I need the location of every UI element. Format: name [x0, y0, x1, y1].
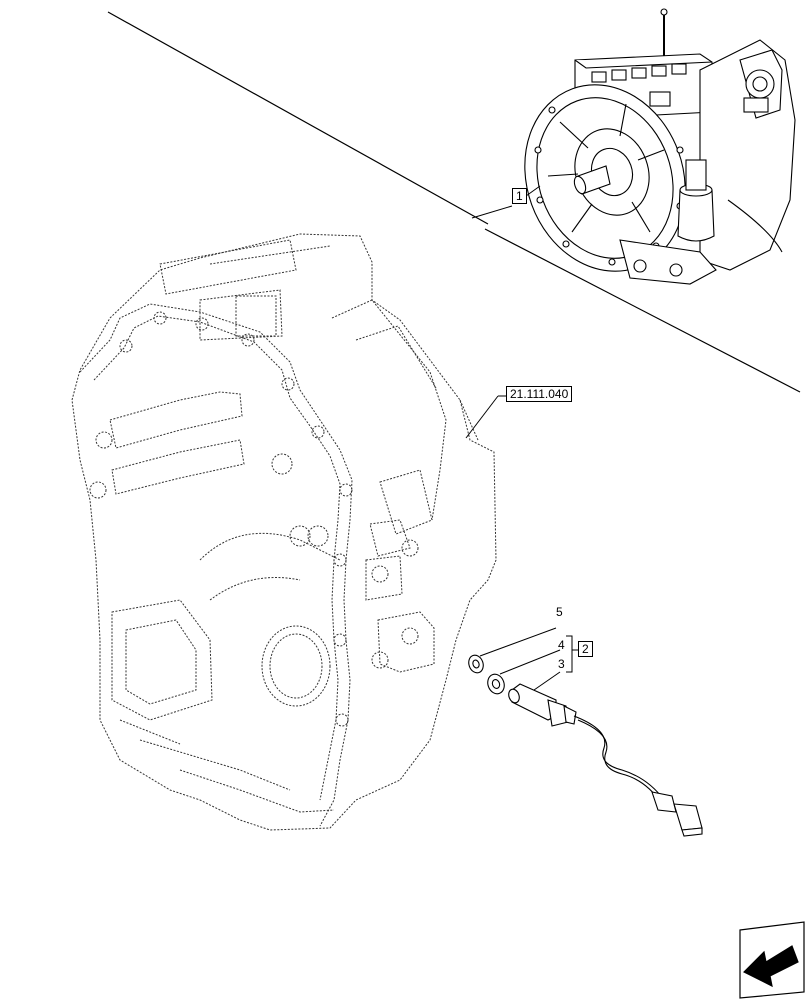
part-callout-4: 4 — [558, 638, 565, 652]
sensor-parts — [468, 654, 703, 837]
group-ref-leader — [465, 395, 506, 439]
group-ref-callout: 21.111.040 — [506, 386, 573, 402]
part-callout-leaders — [479, 627, 578, 691]
kit-callout-2: 2 — [578, 641, 593, 657]
part-callout-5: 5 — [556, 605, 563, 619]
sensor-part-3 — [508, 683, 703, 837]
part-callout-3: 3 — [558, 657, 565, 671]
transmission-assembly-thumbnail-icon — [524, 8, 796, 285]
transmission-housing — [71, 233, 497, 831]
callout-1-leader — [471, 185, 541, 219]
detail-wedge-lines — [107, 11, 801, 393]
next-page-arrow-icon — [739, 921, 805, 999]
assembly-callout-1: 1 — [512, 188, 527, 204]
